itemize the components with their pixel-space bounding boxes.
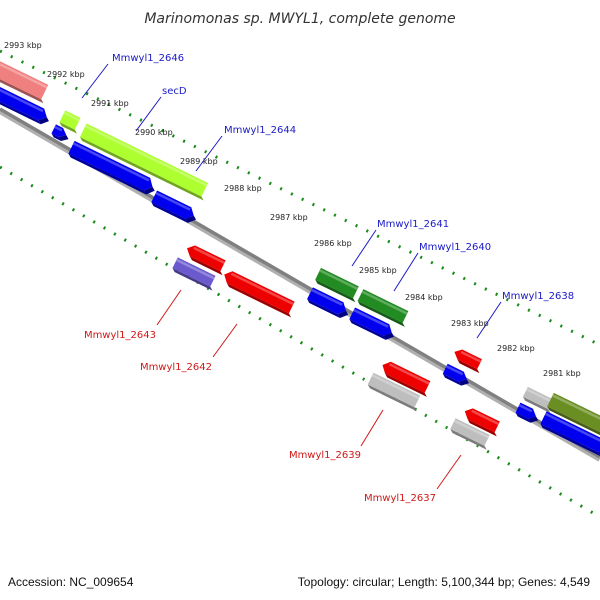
kbp-label: 2982 kbp (497, 344, 535, 353)
kbp-labels: 2993 kbp 2992 kbp 2991 kbp 2990 kbp 2989 kbp… (4, 41, 581, 378)
genome-summary: Topology: circular; Length: 5,100,344 bp… (298, 575, 591, 589)
cds-red-2637 (464, 408, 500, 437)
kbp-label: 2984 kbp (405, 293, 443, 302)
kbp-label: 2992 kbp (47, 70, 85, 79)
cds-red-2639 (382, 361, 431, 397)
gene-label: Mmwyl1_2640 (419, 242, 491, 253)
map-title: Marinomonas sp. MWYL1, complete genome (144, 11, 455, 27)
gene-features (0, 61, 600, 456)
label-leader (393, 252, 419, 292)
cds-red-2642 (224, 271, 295, 318)
gene-box-gray-2638 (522, 386, 554, 414)
gene-box-slate (172, 257, 216, 291)
gene-box-lime (59, 110, 81, 134)
gene-box-green-2 (357, 289, 409, 327)
gene-label: Mmwyl1_2637 (364, 493, 436, 504)
cds-blue-8 (515, 402, 539, 423)
kbp-label: 2983 kbp (451, 319, 489, 328)
accession-text: Accession: NC_009654 (8, 575, 134, 589)
label-leader (476, 301, 502, 339)
cds-blue-7 (442, 363, 469, 386)
label-leader (81, 63, 109, 99)
cds-blue-5 (307, 287, 349, 319)
gene-box-lime-long (79, 123, 209, 201)
cds-blue-1 (0, 87, 49, 125)
kbp-label: 2981 kbp (543, 369, 581, 378)
cds-blue-4 (151, 190, 196, 223)
label-leader (212, 323, 238, 358)
label-leader (135, 96, 162, 132)
kbp-label: 2987 kbp (270, 213, 308, 222)
gene-box-gray-2639 (367, 372, 421, 412)
label-leader (360, 409, 384, 447)
gene-label: Mmwyl1_2641 (377, 219, 449, 230)
kbp-label: 2993 kbp (4, 41, 42, 50)
label-leader (195, 135, 223, 172)
cds-blue-3 (68, 140, 155, 195)
gene-label: Mmwyl1_2638 (502, 291, 574, 302)
gene-box-gray-2637 (450, 418, 490, 450)
gene-label: Mmwyl1_2643 (84, 330, 156, 341)
cds-blue-2 (51, 124, 69, 141)
gene-box-red-2640 (454, 349, 483, 374)
label-leader (351, 229, 377, 267)
gene-labels: Mmwyl1_2646 secD Mmwyl1_2644Mmwyl1_2641Mmw… (81, 53, 574, 504)
kbp-label: 2988 kbp (224, 184, 262, 193)
gene-box-salmon (0, 61, 49, 104)
kbp-label: 2986 kbp (314, 239, 352, 248)
gene-label: Mmwyl1_2639 (289, 450, 361, 461)
gene-label: Mmwyl1_2644 (224, 125, 296, 136)
cds-blue-9 (540, 411, 600, 456)
gene-box-olive (547, 392, 600, 436)
label-leader (436, 454, 462, 490)
gene-box-green-1 (315, 267, 359, 303)
gene-label: Mmwyl1_2642 (140, 362, 212, 373)
kbp-label: 2985 kbp (359, 266, 397, 275)
gene-label: Mmwyl1_2646 (112, 53, 184, 64)
label-leader (156, 289, 182, 326)
kbp-label: 2990 kbp (135, 128, 173, 137)
gene-label: secD (162, 86, 187, 97)
cds-blue-6 (349, 307, 394, 340)
cds-red-2643 (187, 245, 226, 276)
kbp-label: 2991 kbp (91, 99, 129, 108)
kbp-label: 2989 kbp (180, 157, 218, 166)
